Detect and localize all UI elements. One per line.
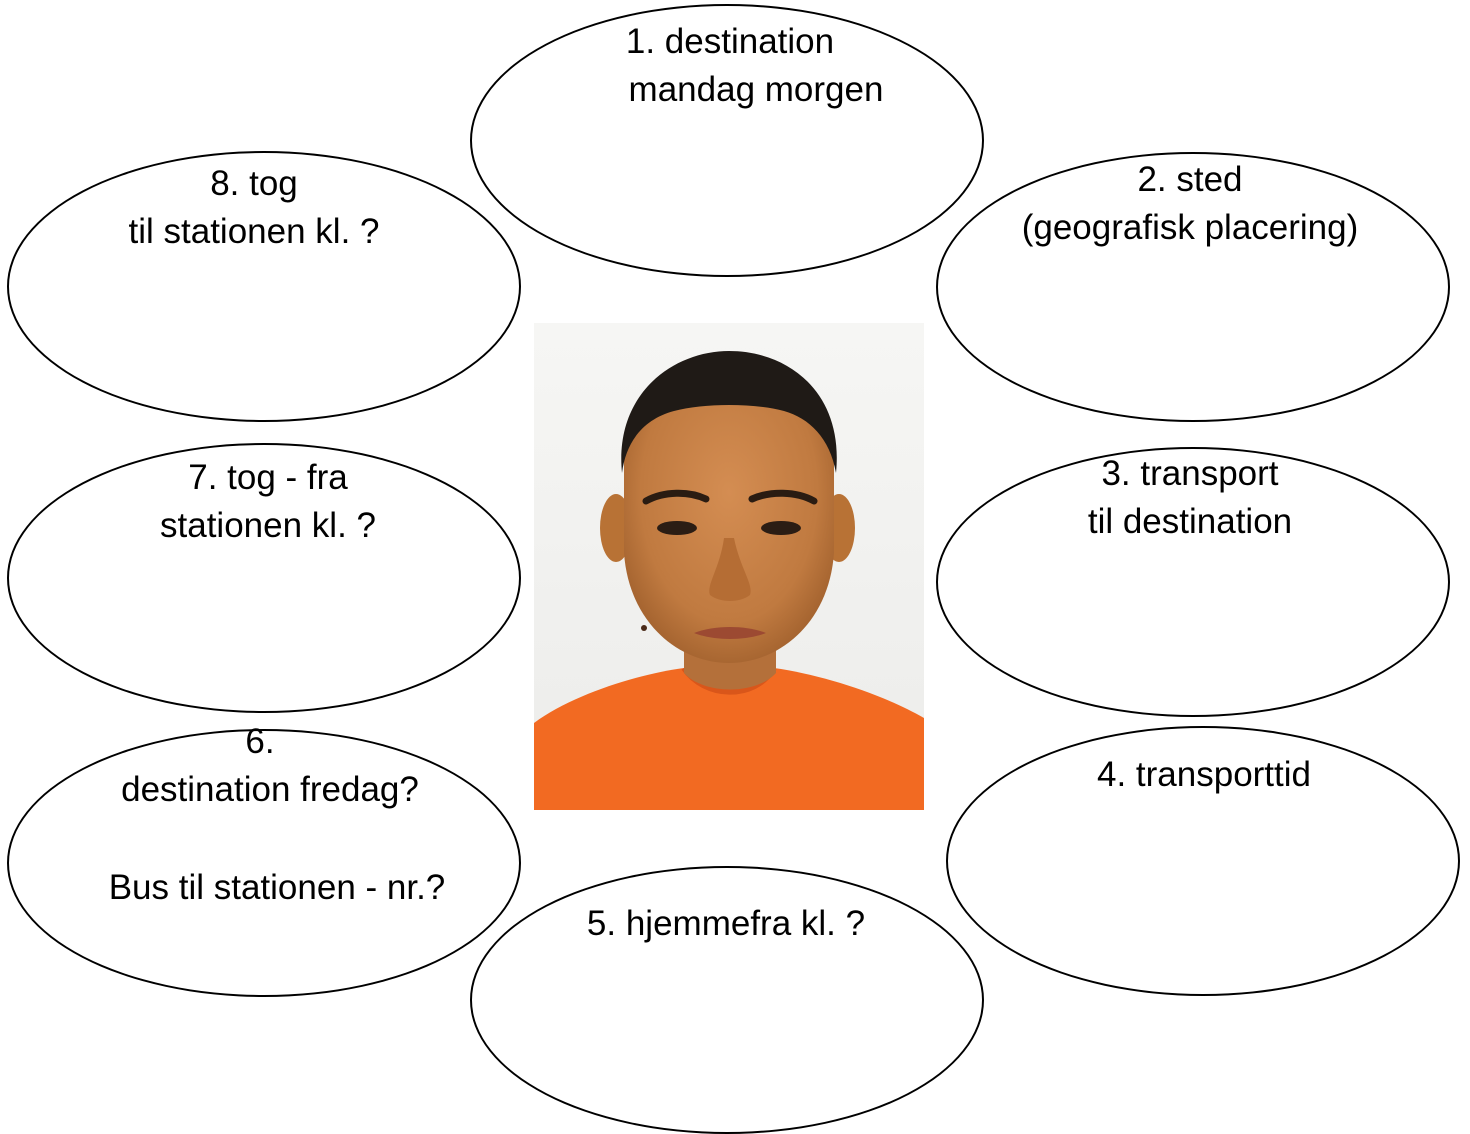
bubble-6-label: 6. destination fredag? Bus til stationen…	[60, 718, 480, 912]
bubble-7-line-1: 7. tog - fra	[188, 458, 348, 497]
hair-shape	[621, 351, 837, 473]
bubble-5-label: 5. hjemmefra kl. ?	[556, 900, 896, 948]
bubble-1-label: 1. destination mandag morgen	[560, 18, 900, 114]
bubble-6-line-3: Bus til stationen - nr.?	[108, 868, 446, 907]
bubble-3-ellipse	[936, 447, 1450, 717]
bubble-2-label: 2. sted (geografisk placering)	[980, 156, 1400, 252]
bubble-6-line-1: 6.	[245, 722, 275, 761]
bubble-7-line-2: stationen kl. ?	[160, 506, 376, 545]
bubble-3-label: 3. transport til destination	[1010, 450, 1370, 546]
mouth-shape	[694, 627, 766, 639]
bubble-1-ellipse	[470, 4, 984, 277]
bubble-2-line-2: (geografisk placering)	[1021, 208, 1359, 247]
bubble-8-line-2: til stationen kl. ?	[128, 212, 380, 251]
portrait-photo	[534, 323, 924, 810]
bubble-3-line-2: til destination	[1087, 502, 1293, 541]
bubble-1-line-1: 1. destination	[625, 22, 835, 61]
shirt-shape	[534, 668, 924, 810]
portrait-illustration	[534, 323, 924, 810]
bubble-2-ellipse	[936, 152, 1450, 422]
bubble-8-label: 8. tog til stationen kl. ?	[74, 160, 434, 256]
right-eyebrow	[748, 489, 818, 505]
face-shape	[624, 353, 834, 663]
bubble-5-line-1: 5. hjemmefra kl. ?	[586, 904, 866, 943]
bubble-8-line-1: 8. tog	[210, 164, 298, 203]
right-eye	[761, 521, 801, 535]
bubble-6-line-2: destination fredag?	[121, 770, 419, 809]
bubble-2-line-1: 2. sted	[1137, 160, 1243, 199]
left-eye	[657, 521, 697, 535]
bubble-4-label: 4. transporttid	[1044, 751, 1364, 799]
bubble-7-ellipse	[7, 443, 521, 713]
bubble-4-line-1: 4. transporttid	[1097, 755, 1311, 794]
bubble-1-line-2: mandag morgen	[628, 70, 884, 109]
bubble-3-line-1: 3. transport	[1101, 454, 1279, 493]
left-eyebrow	[642, 489, 710, 505]
bubble-8-ellipse	[7, 151, 521, 422]
nose-shape	[709, 538, 751, 601]
bubble-4-ellipse	[946, 726, 1460, 996]
mole-mark	[641, 625, 647, 631]
bubble-6-ellipse	[7, 729, 521, 997]
bubble-7-label: 7. tog - fra stationen kl. ?	[88, 454, 448, 550]
